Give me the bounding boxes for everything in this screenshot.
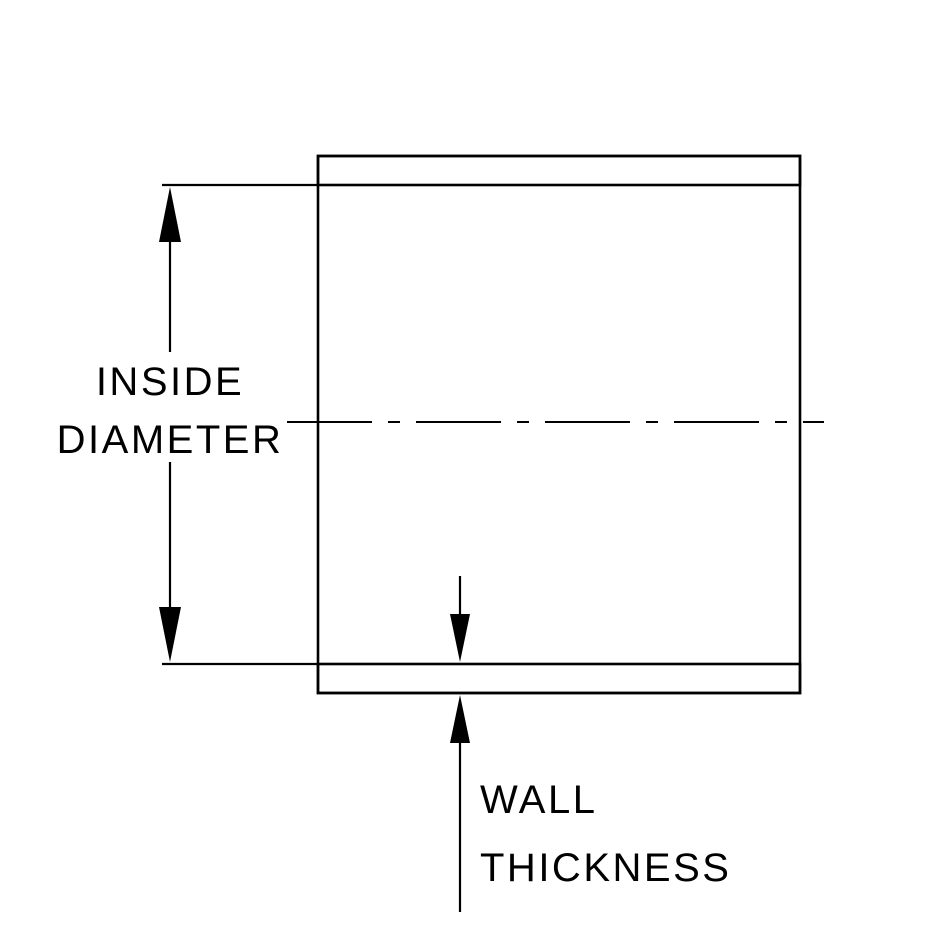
arrowhead-down-icon [450, 614, 470, 662]
wall-thickness-label: WALL THICKNESS [480, 778, 731, 890]
wall-thickness-label-line1: WALL [480, 778, 597, 822]
inside-diameter-label-line2: DIAMETER [57, 418, 284, 462]
tube-outline [316, 154, 802, 695]
wall-thickness-dimension [450, 576, 470, 912]
arrowhead-up-icon [159, 187, 181, 242]
top-wall-section [316, 154, 802, 187]
inside-diameter-label: INSIDE DIAMETER [57, 360, 284, 462]
arrowhead-up-icon [450, 695, 470, 743]
bottom-wall-section [316, 662, 802, 695]
wall-thickness-label-line2: THICKNESS [480, 846, 731, 890]
inside-diameter-dimension [159, 183, 318, 666]
inside-diameter-label-line1: INSIDE [96, 360, 244, 404]
tube-body [316, 154, 802, 695]
arrowhead-down-icon [159, 607, 181, 662]
